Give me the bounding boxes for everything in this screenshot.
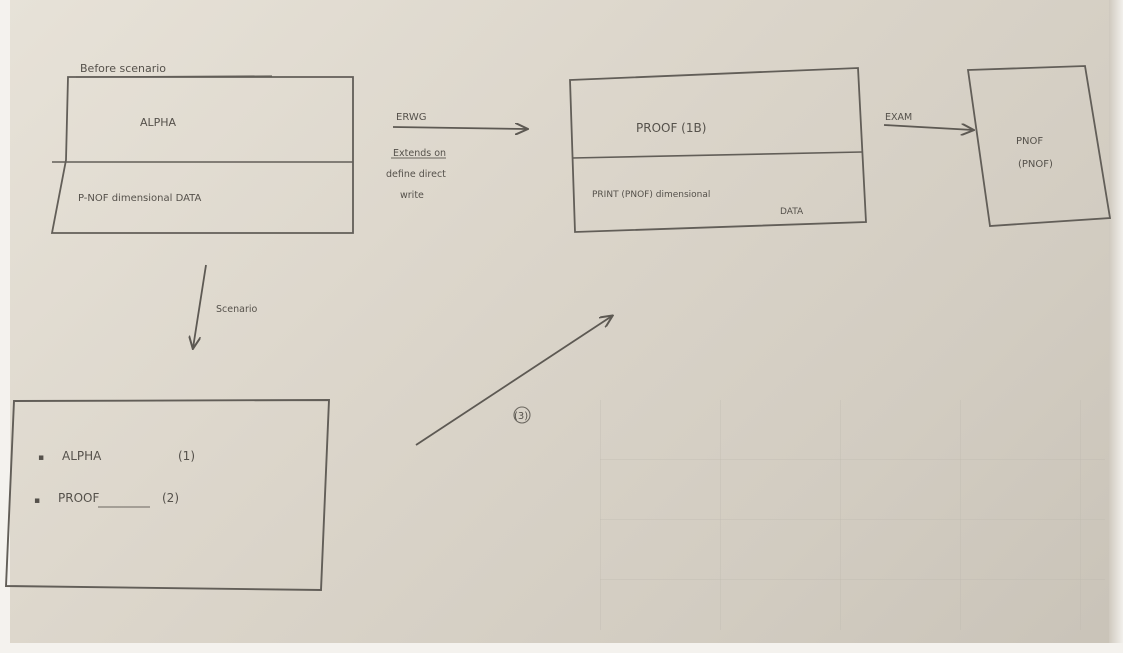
scenario-item-2-num: (2): [162, 491, 179, 505]
bullet-2: ▪: [34, 496, 40, 506]
arrow-diagonal-line: [415, 316, 612, 446]
arrow-note-line-1: Extends on: [393, 148, 446, 159]
background-grid-shadow: [600, 400, 1105, 630]
arrow-exam: EXAM: [883, 112, 973, 130]
box-pnof: PNOF (PNOF): [966, 65, 1112, 227]
arrow-diagonal-label: (3): [514, 411, 528, 422]
arrow-erwg-label: ERWG: [396, 112, 427, 123]
box-alpha: ALPHA P-NOF dimensional DATA: [50, 76, 354, 234]
caption-before: Before scenario: [80, 62, 166, 75]
arrow-erwg: ERWG Extends on define direct write: [386, 112, 527, 201]
arrow-note-line-2: define direct: [386, 169, 446, 180]
box-alpha-bottom-label: P-NOF dimensional DATA: [78, 193, 202, 204]
box-pnof-line-2: (PNOF): [1018, 159, 1053, 170]
arrow-erwg-line: [392, 127, 527, 129]
box-proof-bottom-line-1: PRINT (PNOF) dimensional: [592, 190, 710, 200]
arrow-scenario-line: [193, 264, 207, 348]
box-proof: PROOF (1B) PRINT (PNOF) dimensional DATA: [569, 67, 867, 233]
box-scenario: ▪ ALPHA (1) ▪ PROOF (2): [5, 399, 330, 591]
scenario-item-2: PROOF: [58, 491, 99, 505]
arrow-exam-line: [883, 125, 973, 130]
arrow-diagonal: (3): [415, 316, 612, 446]
bullet-1: ▪: [38, 453, 44, 463]
arrow-scenario-label: Scenario: [216, 304, 257, 315]
paper-edge-bottom: [0, 643, 1123, 653]
scenario-item-1: ALPHA: [62, 449, 102, 463]
arrow-exam-label: EXAM: [885, 112, 912, 123]
paper-edge-right: [1109, 0, 1123, 653]
box-proof-bottom-line-2: DATA: [780, 207, 804, 217]
scenario-item-1-num: (1): [178, 449, 195, 463]
arrow-scenario: Scenario: [193, 264, 257, 348]
paper-edge-left: [0, 0, 10, 653]
box-pnof-line-1: PNOF: [1016, 136, 1043, 147]
box-proof-top-label: PROOF (1B): [636, 121, 706, 135]
box-alpha-top-label: ALPHA: [140, 116, 177, 129]
arrow-note-line-3: write: [400, 190, 424, 201]
